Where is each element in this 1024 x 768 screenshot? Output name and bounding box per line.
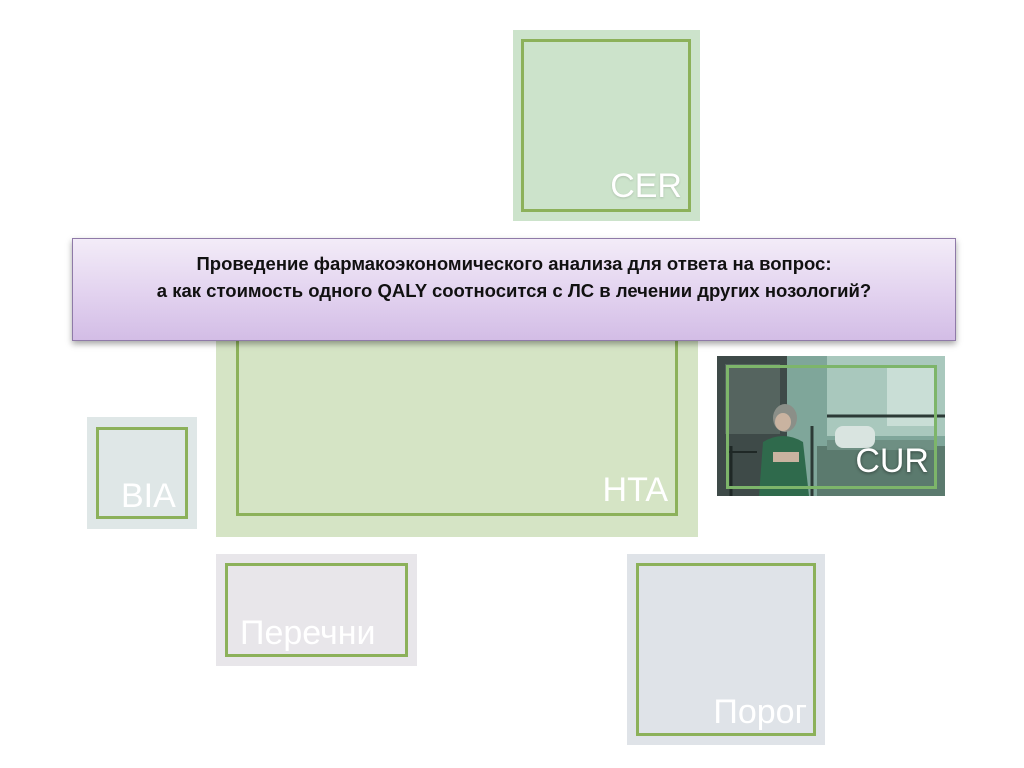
tile-threshold: Порог xyxy=(627,554,825,745)
question-line-2: а как стоимость одного QALY соотносится … xyxy=(156,280,872,301)
tile-threshold-frame xyxy=(636,563,816,736)
tile-lists: Перечни xyxy=(216,554,417,666)
tile-lists-frame xyxy=(225,563,408,657)
tile-cer: CER xyxy=(513,30,700,221)
question-banner: Проведение фармакоэкономического анализа… xyxy=(72,238,956,341)
question-line-1: Проведение фармакоэкономического анализа… xyxy=(196,253,832,274)
tile-hta: HTA xyxy=(216,320,698,537)
tile-bia-label: BIA xyxy=(121,477,176,515)
tile-hta-frame xyxy=(236,320,678,516)
tile-lists-label: Перечни xyxy=(240,614,376,652)
tile-cur-label: CUR xyxy=(855,442,929,480)
tile-threshold-label: Порог xyxy=(713,693,807,731)
tile-cur: CUR xyxy=(717,356,945,496)
tile-bia-frame xyxy=(96,427,188,519)
tile-cer-label: CER xyxy=(610,167,682,205)
tile-cer-frame xyxy=(521,39,691,212)
tile-bia: BIA xyxy=(87,417,197,529)
tile-cur-frame xyxy=(726,365,937,489)
tile-hta-label: HTA xyxy=(602,471,668,509)
